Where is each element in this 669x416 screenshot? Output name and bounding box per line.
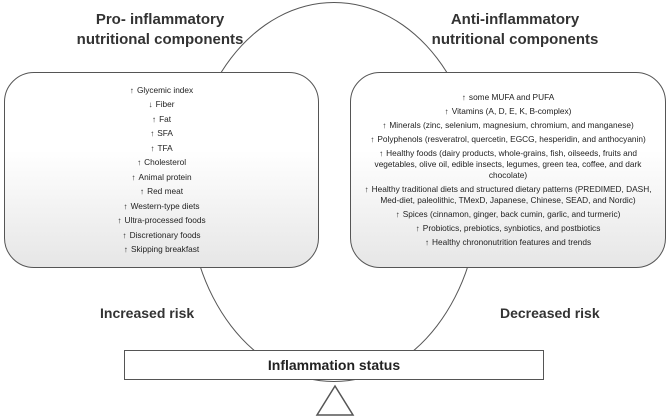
arrow-up-icon: ↑ <box>364 184 369 194</box>
arrow-up-icon: ↑ <box>122 229 127 240</box>
arrow-up-icon: ↑ <box>136 157 142 167</box>
arrow-up-icon: ↑ <box>123 244 128 254</box>
pro-inflammatory-heading: Pro- inflammatory nutritional components <box>76 11 244 48</box>
anti-inflammatory-item-text: Probiotics, prebiotics, synbiotics, and … <box>422 223 601 233</box>
arrow-up-icon: ↑ <box>131 171 136 182</box>
anti-inflammatory-item: ↑Healthy traditional diets and structure… <box>358 184 658 206</box>
pro-inflammatory-item: ↑Glycemic index <box>130 85 193 97</box>
pro-inflammatory-item: ↑Western-type diets <box>123 201 199 213</box>
arrow-up-icon: ↑ <box>382 120 387 130</box>
anti-inflammatory-item-text: some MUFA and PUFA <box>468 92 555 102</box>
anti-inflammatory-item-text: Healthy foods (dairy products, whole-gra… <box>374 148 642 180</box>
arrow-up-icon: ↑ <box>150 128 155 138</box>
pro-inflammatory-item-text: Glycemic index <box>136 84 194 95</box>
anti-inflammatory-item-text: Healthy chrononutrition features and tre… <box>432 237 592 247</box>
anti-inflammatory-item: ↑Polyphenols (resveratrol, quercetin, EG… <box>370 134 646 145</box>
pro-inflammatory-item-text: SFA <box>157 128 173 138</box>
pro-inflammatory-item: ↑SFA <box>150 128 173 140</box>
anti-inflammatory-item: ↑Minerals (zinc, selenium, magnesium, ch… <box>382 120 634 131</box>
pro-inflammatory-item-text: Cholesterol <box>144 157 187 167</box>
pro-inflammatory-item: ↑TFA <box>150 143 172 155</box>
arrow-up-icon: ↑ <box>395 209 400 219</box>
inflammation-status-bar: Inflammation status <box>124 350 544 380</box>
arrow-up-icon: ↑ <box>415 223 420 233</box>
pro-inflammatory-item-text: Discretionary foods <box>129 229 201 240</box>
pro-inflammatory-item-text: Western-type diets <box>130 200 200 211</box>
arrow-up-icon: ↑ <box>151 113 157 124</box>
anti-inflammatory-item: ↑Healthy foods (dairy products, whole-gr… <box>358 148 658 181</box>
pro-inflammatory-item-text: Ultra-processed foods <box>124 215 206 225</box>
pro-inflammatory-item: ↑Animal protein <box>131 172 191 184</box>
increased-risk-label: Increased risk <box>100 305 195 321</box>
anti-inflammatory-item: ↑Healthy chrononutrition features and tr… <box>425 237 591 248</box>
pro-inflammatory-item: ↑Discretionary foods <box>122 230 200 242</box>
arrow-up-icon: ↑ <box>444 106 449 116</box>
anti-inflammatory-item: ↑Spices (cinnamon, ginger, back cumin, g… <box>396 209 621 220</box>
pro-inflammatory-item: ↑Fat <box>152 114 171 126</box>
decreased-risk-label: Decreased risk <box>500 305 600 321</box>
arrow-down-icon: ↓ <box>148 99 153 109</box>
pro-inflammatory-item-text: Skipping breakfast <box>130 244 200 254</box>
anti-inflammatory-item: ↑Vitamins (A, D, E, K, B-complex) <box>445 106 572 117</box>
pro-inflammatory-item-text: TFA <box>157 142 173 153</box>
pro-inflammatory-item-text: Red meat <box>147 186 184 196</box>
anti-inflammatory-heading: Anti-inflammatory nutritional components <box>431 11 599 48</box>
pro-inflammatory-item: ↓Fiber <box>148 99 174 111</box>
inflammation-status-label: Inflammation status <box>267 357 401 373</box>
anti-inflammatory-item-text: Healthy traditional diets and structured… <box>371 184 652 205</box>
arrow-up-icon: ↑ <box>139 186 145 196</box>
pro-inflammatory-item: ↑Ultra-processed foods <box>117 215 205 227</box>
pro-inflammatory-item: ↑Red meat <box>140 186 183 198</box>
anti-inflammatory-box: ↑some MUFA and PUFA↑Vitamins (A, D, E, K… <box>350 72 666 268</box>
anti-inflammatory-item-text: Minerals (zinc, selenium, magnesium, chr… <box>389 120 634 130</box>
arrow-up-icon: ↑ <box>378 148 384 158</box>
pro-inflammatory-item-text: Fat <box>159 113 172 124</box>
pro-inflammatory-item: ↑Skipping breakfast <box>124 244 199 256</box>
arrow-up-icon: ↑ <box>370 134 375 144</box>
anti-inflammatory-item: ↑some MUFA and PUFA <box>462 92 554 103</box>
pro-inflammatory-box: ↑Glycemic index↓Fiber↑Fat↑SFA↑TFA↑Choles… <box>4 72 319 268</box>
pro-inflammatory-item-text: Animal protein <box>138 171 192 182</box>
arrow-up-icon: ↑ <box>117 215 122 225</box>
anti-inflammatory-item: ↑Probiotics, prebiotics, synbiotics, and… <box>416 223 601 234</box>
anti-inflammatory-item-text: Polyphenols (resveratrol, quercetin, EGC… <box>377 134 646 144</box>
arrow-up-icon: ↑ <box>461 92 466 102</box>
anti-inflammatory-item-text: Spices (cinnamon, ginger, back cumin, ga… <box>402 209 621 219</box>
pro-inflammatory-item-text: Fiber <box>155 99 175 109</box>
pro-inflammatory-item: ↑Cholesterol <box>137 157 186 169</box>
fulcrum-triangle <box>315 384 355 416</box>
anti-inflammatory-item-text: Vitamins (A, D, E, K, B-complex) <box>451 106 572 116</box>
arrow-up-icon: ↑ <box>150 142 155 153</box>
arrow-up-icon: ↑ <box>129 84 134 95</box>
arrow-up-icon: ↑ <box>424 237 430 247</box>
arrow-up-icon: ↑ <box>123 200 128 211</box>
